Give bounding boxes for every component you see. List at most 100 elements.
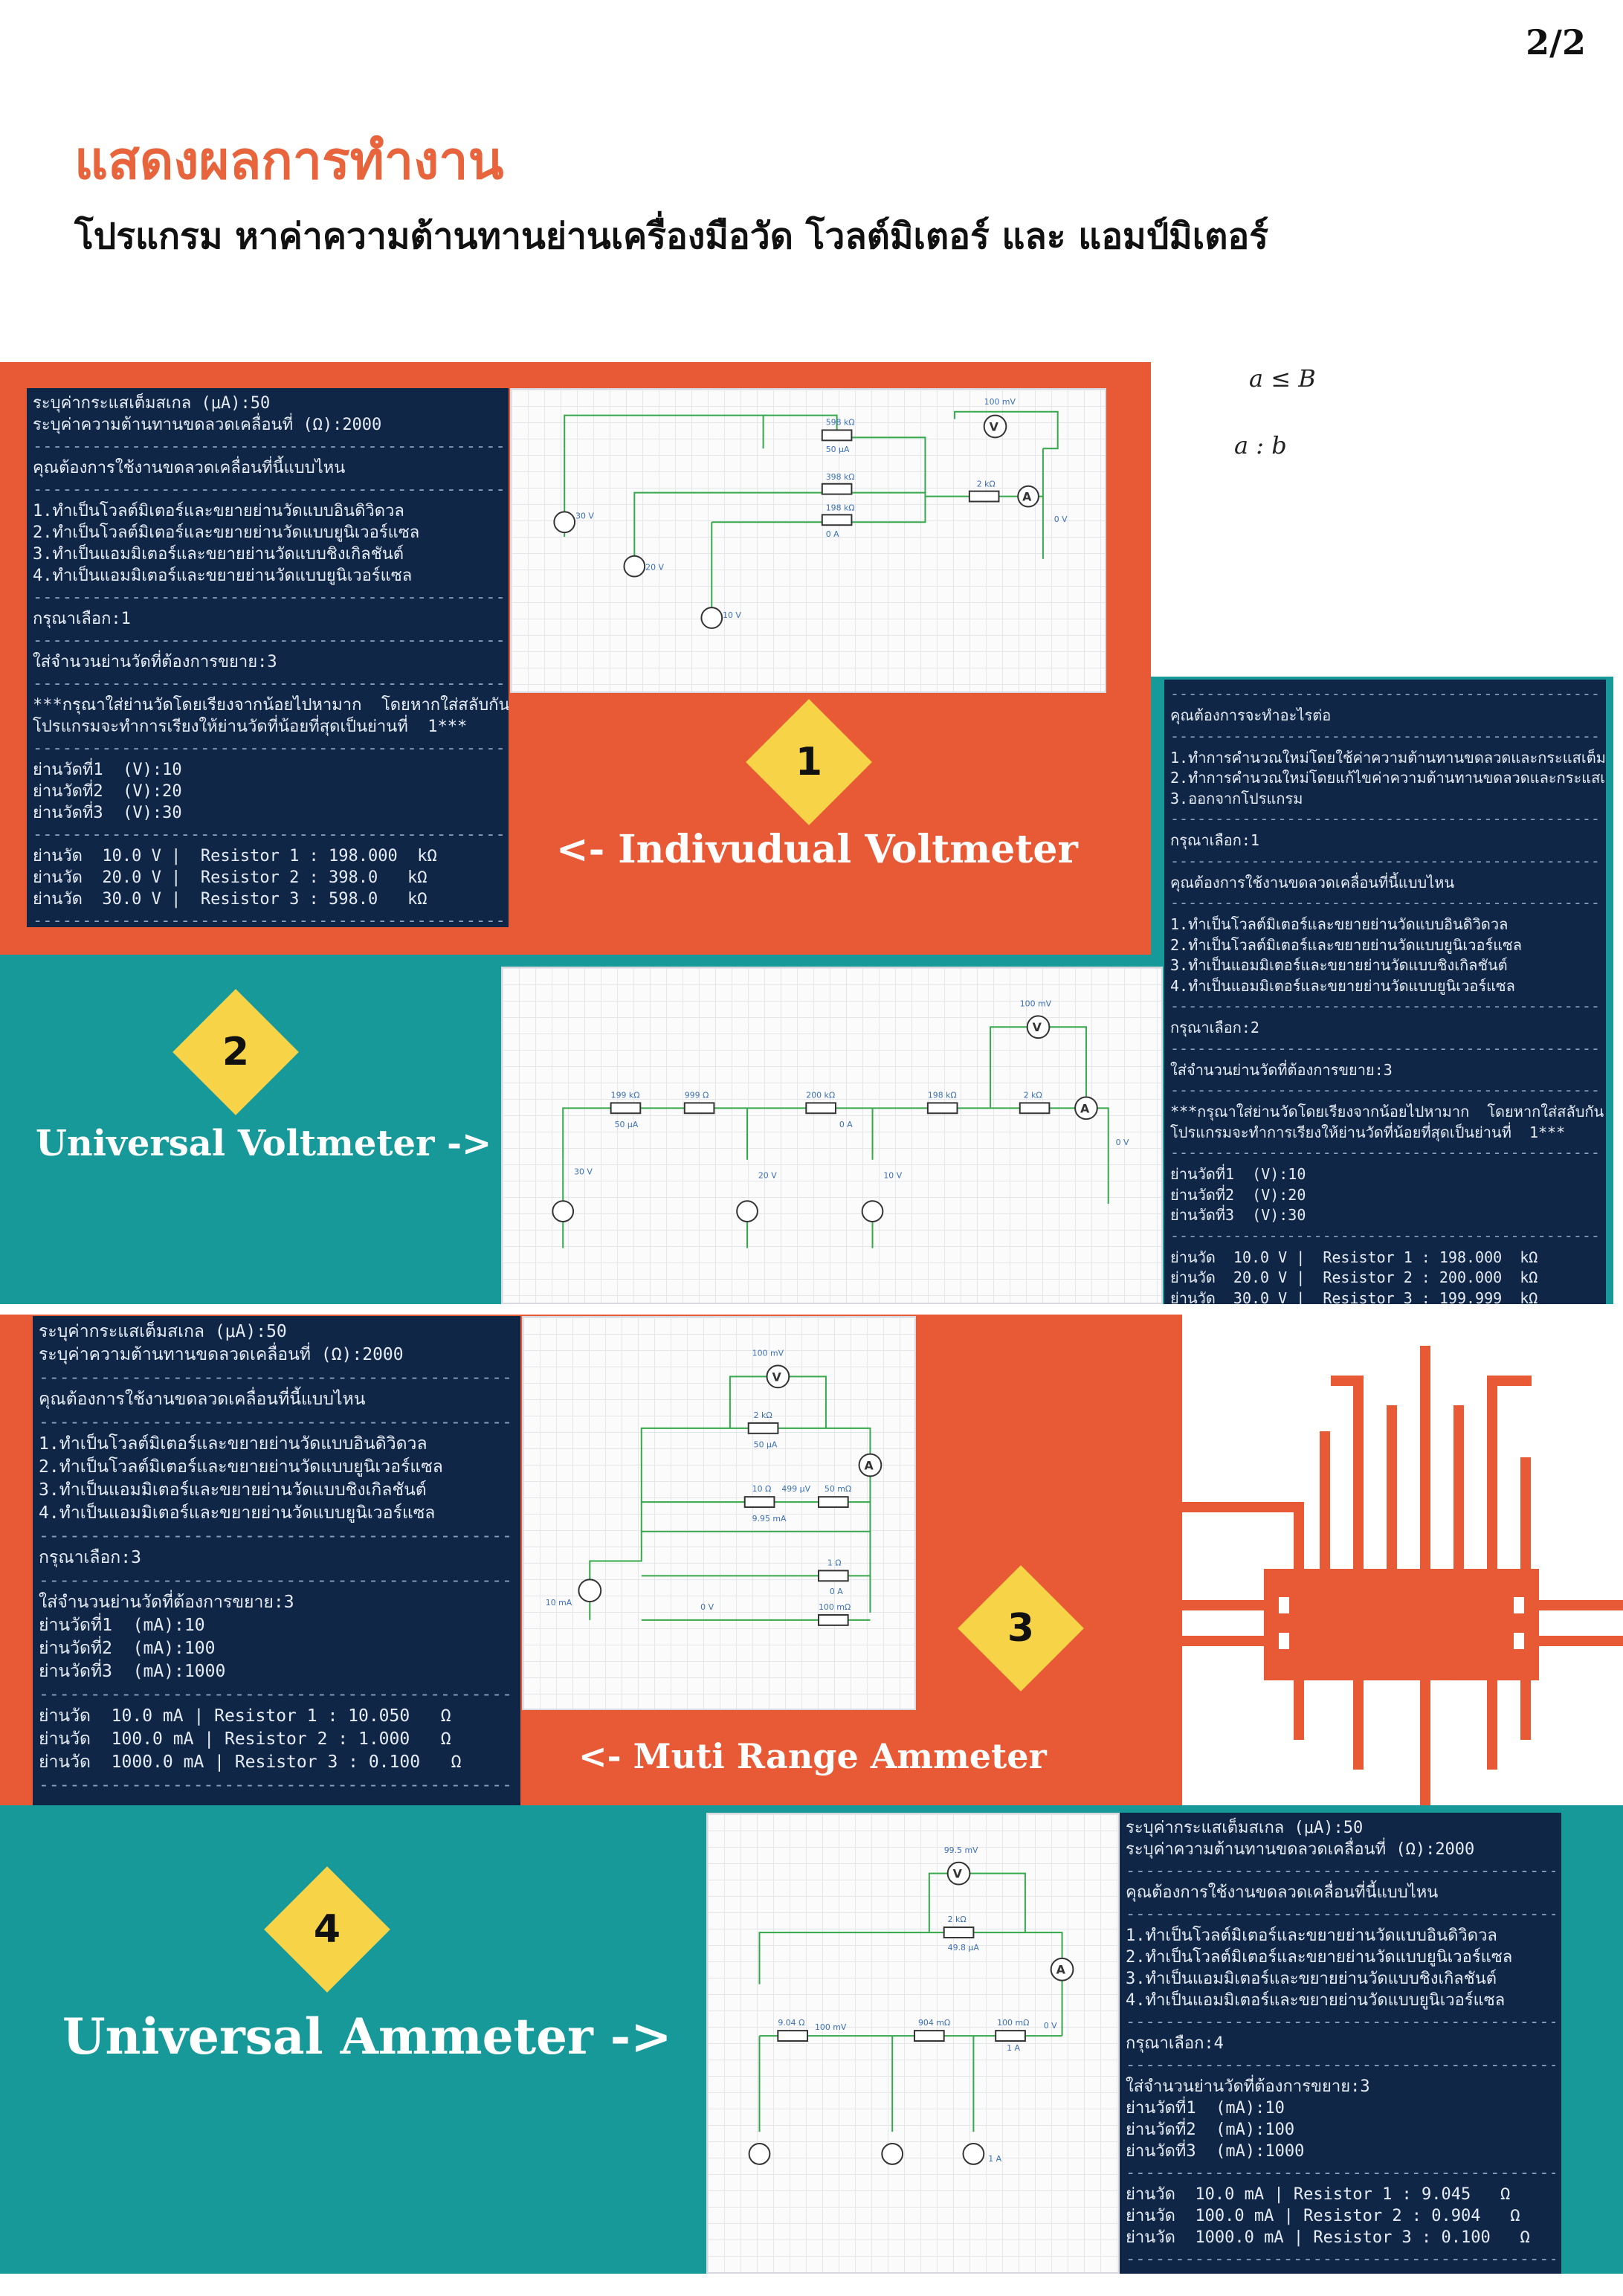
console-line: ใส่จำนวนย่านวัดที่ต้องการขยาย:3 [1170, 1060, 1393, 1079]
console-separator: ----------------------------------------… [33, 825, 503, 844]
console-line: กรุณาเลือก:1 [1170, 831, 1259, 849]
console-line: ระบุค่าความต้านทานขดลวดเคลื่อนที่ (Ω):20… [39, 1345, 404, 1364]
console-line: ย่านวัดที่2 (V):20 [33, 782, 182, 801]
console-line: คุณต้องการใช้งานขดลวดเคลื่อนที่นี้แบบไหน [1126, 1883, 1439, 1902]
handwritten-note: a ≤ B [1249, 364, 1316, 393]
circuit-source-label: 10 mA [546, 1598, 572, 1607]
console-line: ***กรุณาใส่ย่านวัดโดยเรียงจากน้อยไปหามาก… [33, 696, 509, 715]
console-line: คุณต้องการใช้งานขดลวดเคลื่อนที่นี้แบบไหน [1170, 873, 1455, 891]
circuit-label: 9.95 mA [752, 1514, 787, 1523]
ammeter-symbol: A [1080, 1101, 1090, 1115]
console-line: ใส่จำนวนย่านวัดที่ต้องการขยาย:3 [39, 1593, 294, 1612]
circuit-label: 99.5 mV [944, 1845, 978, 1855]
section-2-number: 2 [222, 1030, 250, 1074]
circuit-label: 0 V [1044, 2021, 1057, 2031]
console-separator: ----------------------------------------… [1126, 1862, 1555, 1880]
console-line: ย่านวัด 10.0 mA | Resistor 1 : 9.045 Ω [1126, 2185, 1511, 2204]
console-line: ย่านวัด 20.0 V | Resistor 2 : 398.0 kΩ [33, 868, 427, 887]
circuit-resistor-label: 9.04 Ω [778, 2018, 804, 2028]
circuit-resistor-label: 100 mΩ [997, 2018, 1029, 2028]
circuit-label: 50 μA [754, 1440, 778, 1450]
circuit-resistor-label: 598 kΩ [826, 418, 855, 428]
section-2-badge: 2 [172, 989, 299, 1115]
console-line: โปรแกรมจะทำการเรียงให้ย่านวัดที่น้อยที่ส… [1170, 1123, 1566, 1141]
console-line: 2.ทำเป็นโวลต์มิเตอร์และขยายย่านวัดแบบยูน… [1170, 935, 1522, 954]
console-line: 1.ทำเป็นโวลต์มิเตอร์และขยายย่านวัดแบบอิน… [39, 1434, 427, 1454]
console-line: ใส่จำนวนย่านวัดที่ต้องการขยาย:3 [1126, 2077, 1370, 2096]
console-line: 2.ทำเป็นโวลต์มิเตอร์และขยายย่านวัดแบบยูน… [33, 523, 420, 542]
console-separator: ----------------------------------------… [39, 1776, 514, 1795]
console-separator: ----------------------------------------… [1170, 1081, 1600, 1099]
circuit-resistor-label: 1 Ω [827, 1558, 842, 1567]
circuit-label: 100 mV [984, 397, 1016, 407]
console-line: กรุณาเลือก:3 [39, 1548, 141, 1567]
circuit-label: 0 A [839, 1120, 853, 1129]
circuit-resistor-label: 2 kΩ [948, 1915, 967, 1924]
console-line: กรุณาเลือก:4 [1126, 2034, 1224, 2053]
circuit-label: 100 mV [1020, 999, 1052, 1009]
page-subtitle: โปรแกรม หาค่าความต้านทานย่านเครื่องมือวั… [74, 216, 1268, 257]
console-separator: ----------------------------------------… [33, 588, 503, 607]
section-4-badge: 4 [264, 1866, 390, 1993]
circuit-label: 1 A [1007, 2043, 1020, 2053]
console-separator: ----------------------------------------… [1170, 726, 1600, 745]
console-line: คุณต้องการใช้งานขดลวดเคลื่อนที่นี้แบบไหน [39, 1390, 366, 1409]
console-line: 3.ทำเป็นแอมมิเตอร์และขยายย่านวัดแบบชิงเก… [33, 545, 404, 564]
console-separator: ----------------------------------------… [1170, 1039, 1600, 1057]
console-separator: ----------------------------------------… [1126, 2250, 1555, 2268]
circuit-label: 50 μA [615, 1120, 639, 1129]
console-line: ย่านวัด 30.0 V | Resistor 3 : 199.999 kΩ [1170, 1289, 1538, 1305]
circuit-label: 50 μA [826, 445, 850, 454]
circuit-supply-label: 30 V [575, 511, 594, 520]
console-line: 3.ทำเป็นแอมมิเตอร์และขยายย่านวัดแบบชิงเก… [1126, 1970, 1497, 1988]
console-separator: ----------------------------------------… [33, 480, 503, 499]
voltmeter-symbol: V [772, 1370, 781, 1384]
circuit-resistor-label: 199 kΩ [611, 1090, 640, 1100]
console-line: 3.ทำเป็นแอมมิเตอร์และขยายย่านวัดแบบชิงเก… [39, 1480, 427, 1500]
circuit-label: 0 V [1054, 515, 1068, 524]
circuit-screenshot-4: 2 kΩ 9.04 Ω 904 mΩ 100 mΩ 1 A 99.5 mV 49… [706, 1813, 1120, 2274]
circuit-supply-label: 10 V [723, 610, 741, 620]
console-line: ย่านวัด 100.0 mA | Resistor 2 : 1.000 Ω [39, 1729, 451, 1749]
circuit-label: 0 V [700, 1602, 714, 1612]
console-line: 3.ทำเป็นแอมมิเตอร์และขยายย่านวัดแบบชิงเก… [1170, 956, 1508, 974]
console-separator: ----------------------------------------… [33, 739, 503, 758]
console-separator: ----------------------------------------… [1170, 894, 1600, 912]
console-line: กรุณาเลือก:1 [33, 610, 131, 628]
console-separator: ----------------------------------------… [1170, 1226, 1600, 1245]
console-line: โปรแกรมจะทำการเรียงให้ย่านวัดที่น้อยที่ส… [33, 718, 468, 736]
console-line: ระบุค่าความต้านทานขดลวดเคลื่อนที่ (Ω):20… [33, 416, 382, 434]
circuit-label: 49.8 μA [948, 1943, 980, 1952]
console-line: 4.ทำเป็นแอมมิเตอร์และขยายย่านวัดแบบยูนิเ… [33, 567, 413, 585]
console-line: ระบุค่ากระแสเต็มสเกล (μA):50 [1126, 1819, 1364, 1837]
section-1-label: <- Indivudual Voltmeter [556, 827, 1078, 872]
console-separator: ----------------------------------------… [33, 912, 503, 927]
page-number: 2/2 [1526, 22, 1586, 62]
console-line: ย่านวัดที่2 (V):20 [1170, 1185, 1306, 1204]
circuit-resistor-label: 200 kΩ [806, 1090, 835, 1100]
circuit-label: 0 A [830, 1587, 843, 1596]
circuit-supply-label: 20 V [645, 563, 664, 573]
circuit-resistor-label: 2 kΩ [1024, 1090, 1042, 1100]
section-3-badge: 3 [958, 1565, 1084, 1692]
console-separator: ----------------------------------------… [1170, 810, 1600, 828]
console-separator: ----------------------------------------… [33, 631, 503, 650]
circuit-resistor-label: 2 kΩ [754, 1410, 772, 1420]
console-line: ย่านวัดที่1 (V):10 [1170, 1165, 1306, 1183]
circuit-label: 100 mV [815, 2022, 847, 2032]
ammeter-symbol: A [1022, 490, 1032, 504]
console-line: ย่านวัดที่3 (mA):1000 [39, 1662, 226, 1681]
circuit-resistor-label: 2 kΩ [977, 480, 996, 489]
console-line: ***กรุณาใส่ย่านวัดโดยเรียงจากน้อยไปหามาก… [1170, 1103, 1604, 1120]
console-line: คุณต้องการจะทำอะไรต่อ [1170, 706, 1332, 724]
voltmeter-symbol: V [1033, 1020, 1042, 1034]
console-separator: ----------------------------------------… [39, 1685, 514, 1704]
console-line: 2.ทำเป็นโวลต์มิเตอร์และขยายย่านวัดแบบยูน… [39, 1457, 443, 1477]
circuit-screenshot-3: 2 kΩ 10 Ω 50 mΩ 1 Ω 100 mΩ 10 mA 100 mV … [522, 1316, 916, 1710]
section-3-number: 3 [1007, 1606, 1035, 1651]
console-separator: ----------------------------------------… [1126, 2164, 1555, 2182]
circuit-resistor-label: 398 kΩ [826, 472, 855, 482]
console-line: ย่านวัด 20.0 V | Resistor 2 : 200.000 kΩ [1170, 1268, 1538, 1286]
console-line: ย่านวัดที่3 (mA):1000 [1126, 2142, 1305, 2161]
